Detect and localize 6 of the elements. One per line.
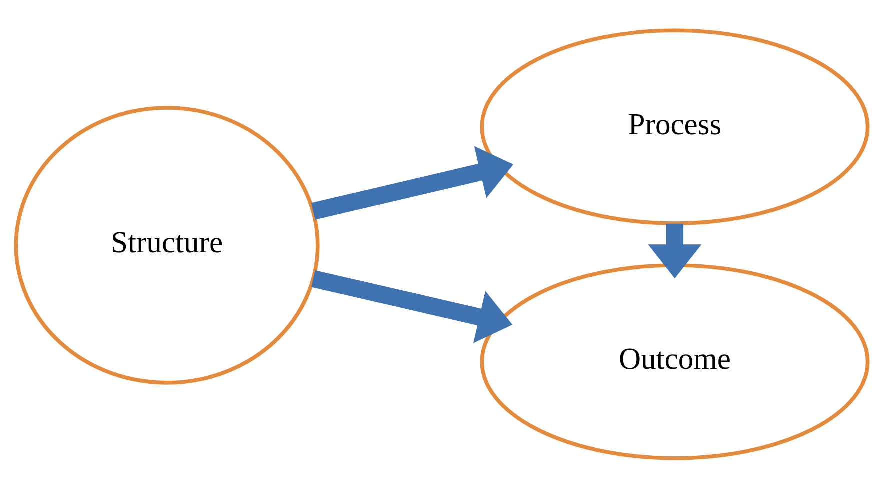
arrow bbox=[311, 146, 514, 220]
arrow bbox=[648, 223, 702, 278]
arrow bbox=[311, 270, 513, 343]
node-ellipse: Process bbox=[480, 28, 870, 225]
node-ellipse: Outcome bbox=[480, 263, 870, 460]
node-circle: Structure bbox=[14, 106, 320, 384]
